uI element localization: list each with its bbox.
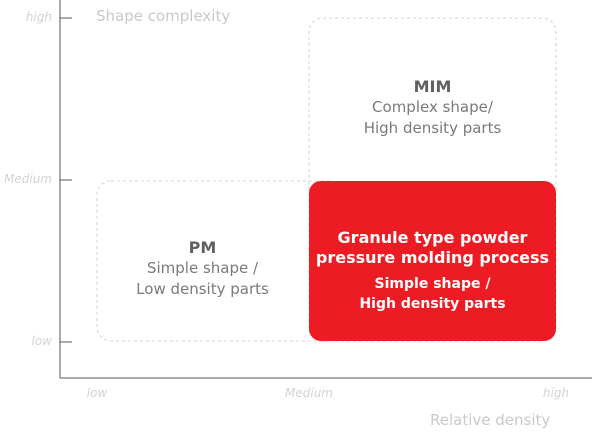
- granule-sub-line2: High density parts: [359, 296, 506, 312]
- y-tick-label-medium: Medium: [4, 172, 52, 186]
- x-tick-label-medium: Medium: [285, 386, 333, 400]
- granule-label: Granule type powder pressure molding pro…: [309, 228, 556, 314]
- mim-label: MIM Complex shape/ High density parts: [309, 76, 556, 139]
- mim-title: MIM: [413, 77, 452, 96]
- pm-line2: Low density parts: [136, 280, 269, 298]
- granule-title-line2: pressure molding process: [315, 248, 550, 267]
- y-tick-label-high: high: [25, 10, 52, 24]
- x-tick-label-high: high: [542, 386, 570, 400]
- y-tick-label-low: low: [31, 334, 53, 348]
- mim-line1: Complex shape/: [372, 98, 493, 116]
- granule-sub-line1: Simple shape /: [374, 276, 491, 292]
- pm-label: PM Simple shape / Low density parts: [79, 237, 326, 300]
- x-tick-label-low: low: [86, 386, 108, 400]
- granule-title-line1: Granule type powder: [337, 228, 528, 247]
- y-axis-title: Shape complexity: [96, 7, 231, 25]
- pm-line1: Simple shape /: [146, 259, 259, 277]
- x-axis-title: Relative density: [430, 411, 551, 429]
- granule-box: [309, 181, 556, 341]
- pm-title: PM: [188, 238, 217, 257]
- mim-line2: High density parts: [363, 119, 502, 137]
